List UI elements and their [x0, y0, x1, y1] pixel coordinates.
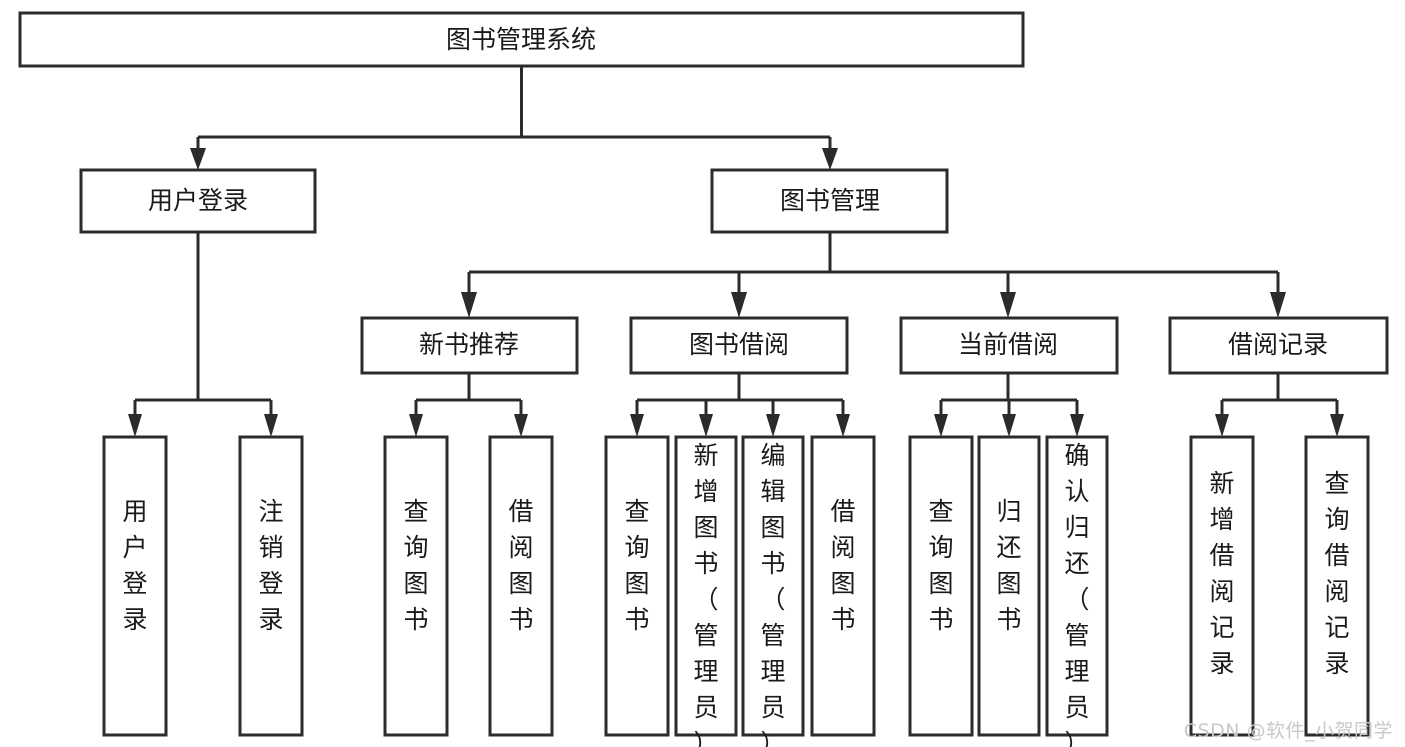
node-root[interactable]: 图书管理系统 — [18, 11, 1025, 68]
arrow-head-login — [190, 148, 206, 170]
node-leaf1[interactable]: 用户登录 — [102, 435, 168, 737]
node-leaf8[interactable]: 借阅图书 — [810, 435, 876, 737]
node-leaf9-label: 查询图书 — [928, 497, 953, 634]
node-leaf9[interactable]: 查询图书 — [908, 435, 974, 737]
arrow-head-borrow — [731, 292, 747, 318]
node-newbook[interactable]: 新书推荐 — [360, 316, 579, 375]
arrow-head-leaf12 — [1215, 414, 1229, 437]
node-leaf7[interactable]: 编辑图书（管理员） — [741, 435, 805, 747]
node-leaf5-box[interactable] — [604, 435, 670, 737]
node-leaf6[interactable]: 新增图书（管理员） — [674, 435, 738, 747]
connector-layer — [128, 66, 1344, 437]
arrow-head-leaf10 — [1002, 414, 1016, 437]
node-record-label: 借阅记录 — [1228, 330, 1328, 359]
node-leaf13-box[interactable] — [1304, 435, 1370, 737]
node-leaf10-label: 归还图书 — [996, 497, 1021, 634]
node-leaf3-box[interactable] — [383, 435, 449, 737]
arrow-head-leaf6 — [699, 414, 713, 437]
node-login[interactable]: 用户登录 — [79, 168, 317, 234]
node-leaf5[interactable]: 查询图书 — [604, 435, 670, 737]
arrow-head-leaf7 — [766, 414, 780, 437]
node-leaf11-box[interactable] — [1045, 435, 1109, 737]
node-bookmgmt-label: 图书管理 — [780, 186, 880, 215]
arrow-head-current — [1000, 292, 1016, 318]
node-borrow[interactable]: 图书借阅 — [629, 316, 849, 375]
node-current-box[interactable] — [899, 316, 1119, 375]
node-bookmgmt[interactable]: 图书管理 — [710, 168, 949, 234]
leaf-node-layer: 用户登录 注销登录 查询图书 借阅图书 查询图书 新增图书（管理员） — [102, 435, 1370, 747]
node-leaf3-label: 查询图书 — [403, 497, 428, 634]
node-leaf11-label: 确认归还（管理员） — [1064, 441, 1089, 747]
node-root-box[interactable] — [18, 11, 1025, 68]
node-current-label: 当前借阅 — [958, 330, 1058, 359]
arrow-head-newbook — [461, 292, 477, 318]
arrow-head-bookmgmt — [822, 148, 838, 170]
node-leaf11[interactable]: 确认归还（管理员） — [1045, 435, 1109, 747]
arrow-head-leaf4 — [514, 414, 528, 437]
csdn-watermark: CSDN @软件_小贺同学 — [1183, 720, 1393, 742]
node-leaf12-box[interactable] — [1189, 435, 1255, 737]
node-leaf8-label: 借阅图书 — [830, 497, 855, 634]
node-leaf9-box[interactable] — [908, 435, 974, 737]
node-bookmgmt-box[interactable] — [710, 168, 949, 234]
node-leaf3[interactable]: 查询图书 — [383, 435, 449, 737]
node-leaf2[interactable]: 注销登录 — [238, 435, 304, 737]
arrow-head-leaf13 — [1330, 414, 1344, 437]
node-leaf6-label: 新增图书（管理员） — [693, 441, 718, 747]
arrow-head-leaf3 — [409, 414, 423, 437]
node-leaf8-box[interactable] — [810, 435, 876, 737]
node-login-box[interactable] — [79, 168, 317, 234]
node-leaf1-label: 用户登录 — [122, 497, 147, 634]
node-leaf2-box[interactable] — [238, 435, 304, 737]
arrow-head-record — [1270, 292, 1286, 318]
arrow-head-leaf1 — [128, 414, 142, 437]
node-leaf4[interactable]: 借阅图书 — [488, 435, 554, 737]
node-leaf10-box[interactable] — [977, 435, 1041, 737]
node-borrow-label: 图书借阅 — [689, 330, 789, 359]
node-leaf10[interactable]: 归还图书 — [977, 435, 1041, 737]
node-leaf7-label: 编辑图书（管理员） — [760, 441, 785, 747]
node-leaf5-label: 查询图书 — [624, 497, 649, 634]
node-leaf12[interactable]: 新增借阅记录 — [1189, 435, 1255, 737]
node-newbook-box[interactable] — [360, 316, 579, 375]
arrow-head-leaf9 — [934, 414, 948, 437]
node-leaf6-box[interactable] — [674, 435, 738, 737]
node-record[interactable]: 借阅记录 — [1168, 316, 1389, 375]
arrow-head-leaf11 — [1070, 414, 1084, 437]
arrow-head-leaf5 — [630, 414, 644, 437]
node-leaf2-label: 注销登录 — [258, 497, 283, 634]
node-login-label: 用户登录 — [148, 186, 248, 215]
node-leaf4-label: 借阅图书 — [508, 497, 533, 634]
node-current[interactable]: 当前借阅 — [899, 316, 1119, 375]
arrow-head-leaf8 — [836, 414, 850, 437]
arrow-head-leaf2 — [264, 414, 278, 437]
node-record-box[interactable] — [1168, 316, 1389, 375]
node-leaf7-box[interactable] — [741, 435, 805, 737]
node-leaf1-box[interactable] — [102, 435, 168, 737]
node-borrow-box[interactable] — [629, 316, 849, 375]
node-newbook-label: 新书推荐 — [419, 330, 519, 359]
node-leaf13[interactable]: 查询借阅记录 — [1304, 435, 1370, 737]
node-leaf4-box[interactable] — [488, 435, 554, 737]
node-root-label: 图书管理系统 — [446, 25, 596, 54]
node-leaf12-label: 新增借阅记录 — [1209, 469, 1234, 678]
node-leaf13-label: 查询借阅记录 — [1324, 469, 1349, 678]
